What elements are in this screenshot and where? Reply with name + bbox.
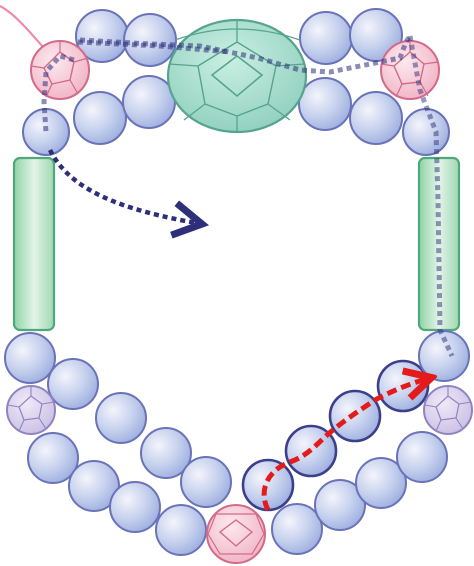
pink-faceted-bead-bottom [206,504,266,564]
new-thread-path [261,378,430,512]
bottom-outer-bead-row [4,332,448,556]
round-bead [180,456,232,508]
top-lower-bead-row [22,75,450,156]
top-upper-bead-row [75,8,403,67]
round-bead [402,108,450,156]
round-bead [298,77,352,131]
thread-path-top-upper [77,39,231,55]
round-bead [27,432,79,484]
round-bead [314,479,366,531]
round-bead [109,481,161,533]
round-bead [22,108,70,156]
thread-path-right-side [407,35,455,358]
focal-oval-bead [166,18,308,134]
round-bead [95,392,147,444]
round-bead [47,358,99,410]
round-bead [355,457,407,509]
round-bead-threaded [241,458,295,512]
round-bead [122,75,176,129]
thread-path-top [41,34,413,133]
round-bead [68,460,120,512]
round-bead [123,13,177,67]
round-bead [4,332,56,384]
round-bead [140,427,192,479]
lilac-faceted-bead-right [423,385,473,435]
pink-faceted-bead-left [30,40,90,100]
lilac-faceted-bead-left [6,385,56,435]
thread-direction-arrow [47,148,210,239]
round-bead [349,91,403,145]
round-bead [299,11,353,65]
tube-bead-left [12,156,56,332]
round-bead [155,504,207,556]
round-bead [73,91,127,145]
round-bead [396,431,448,483]
round-bead [271,503,323,555]
